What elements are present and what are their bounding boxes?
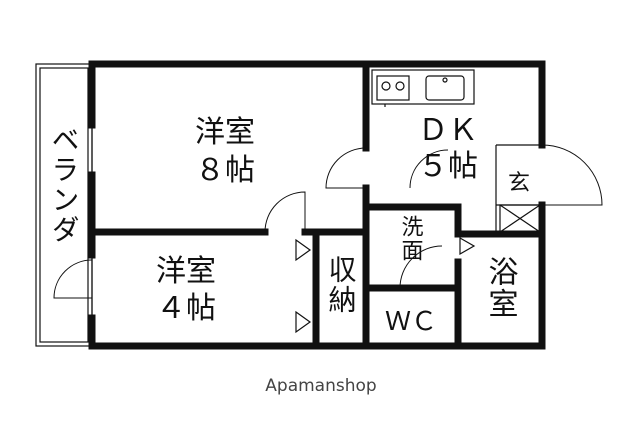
interior-walls (88, 60, 546, 350)
sink-icon (425, 75, 465, 101)
western-room-large-size: ８帖 (195, 153, 255, 188)
washroom-label: 洗面 (398, 215, 424, 263)
kitchen-counter (371, 69, 475, 107)
door-icon (541, 144, 603, 206)
dk-size: ５帖 (418, 149, 478, 184)
dk-name: ＤＫ (418, 113, 478, 148)
western-room-large-name: 洋室 (195, 115, 255, 150)
entrance-label: 玄 (508, 171, 530, 196)
door-icon (53, 259, 93, 299)
storage-label: 収納 (325, 255, 358, 315)
stove-icon (376, 75, 410, 101)
watermark: Apamanshop (265, 376, 376, 396)
veranda-label: ベランダ (48, 125, 81, 245)
western-room-small-name: 洋室 (156, 254, 216, 289)
door-icon (409, 149, 449, 189)
bathroom-label: 浴室 (483, 256, 518, 320)
door-icon (399, 245, 443, 289)
toilet-label: ＷＣ (385, 307, 437, 337)
shoe-closet-icon (499, 204, 541, 233)
door-swings (53, 125, 603, 318)
door-icon (325, 147, 367, 189)
western-room-small-size: ４帖 (156, 291, 216, 326)
door-icon (264, 191, 306, 233)
closet-doors (295, 238, 312, 334)
